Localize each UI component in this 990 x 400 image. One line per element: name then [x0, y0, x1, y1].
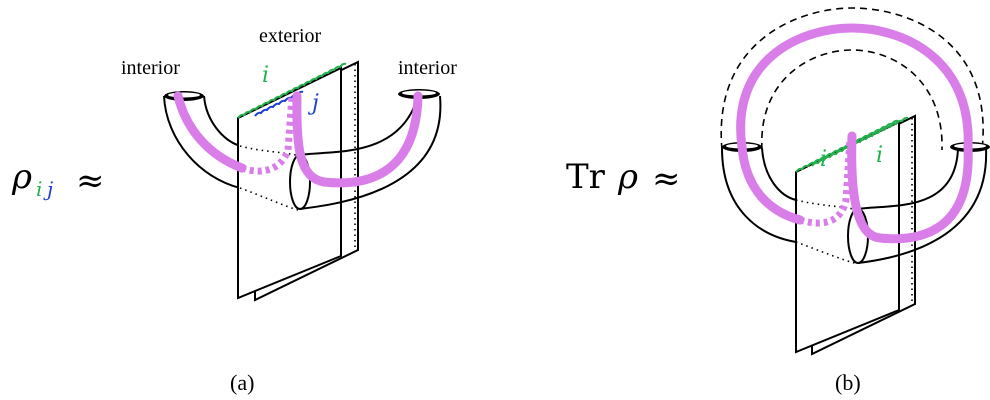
hidden-tube-bottom-b: [795, 241, 859, 265]
edge-label-i-b-left: i: [820, 147, 827, 172]
rho-symbol-a: ρ: [11, 157, 32, 197]
tr-symbol: Tr: [566, 157, 606, 197]
dashed-arc-outer: [720, 7, 984, 151]
hidden-tube-top: [239, 145, 301, 157]
edge-label-i-a: i: [262, 63, 269, 88]
rho-symbol-b: ρ: [617, 157, 638, 197]
caption-b: (b): [835, 370, 861, 395]
string-right-loop-b: [847, 131, 973, 244]
left-tube-outer: [163, 95, 241, 189]
left-tube-outer-b: [721, 147, 797, 243]
string-hidden-a: [240, 95, 296, 175]
string-visible-left: [173, 91, 247, 173]
string-left-down-b: [737, 142, 805, 225]
right-tube-upper: [299, 95, 419, 156]
panel-b: Tr ρ ≈ i i: [566, 7, 990, 395]
left-tube-inner-b: [761, 147, 797, 201]
edge-i-wavy-b-back: [811, 116, 909, 167]
string-visible-right: [292, 91, 423, 188]
index-j-a: j: [43, 177, 53, 201]
right-tube-lower: [299, 95, 442, 210]
hidden-tube-top-b: [795, 199, 859, 211]
caption-a: (a): [230, 370, 254, 395]
label-interior-left: interior: [121, 57, 180, 79]
approx-sign-a: ≈: [76, 161, 105, 201]
hidden-tube-bottom: [239, 187, 299, 211]
approx-sign-b: ≈: [652, 159, 681, 199]
string-arc-b: [736, 23, 973, 152]
label-interior-right: interior: [398, 57, 457, 79]
right-tube-lower-b: [857, 147, 988, 264]
left-tube-mouth-inner: [168, 92, 200, 98]
panel-a: ρ i j ≈ interior exterior interior: [11, 25, 457, 395]
label-exterior: exterior: [259, 25, 322, 47]
edge-label-i-b-right: i: [876, 143, 883, 168]
edge-i-wavy-a: [237, 62, 347, 119]
string-hidden-b: [798, 139, 854, 227]
left-tube-inner: [203, 95, 241, 147]
right-tube-upper-b: [857, 147, 959, 210]
index-i-a: i: [36, 177, 42, 201]
